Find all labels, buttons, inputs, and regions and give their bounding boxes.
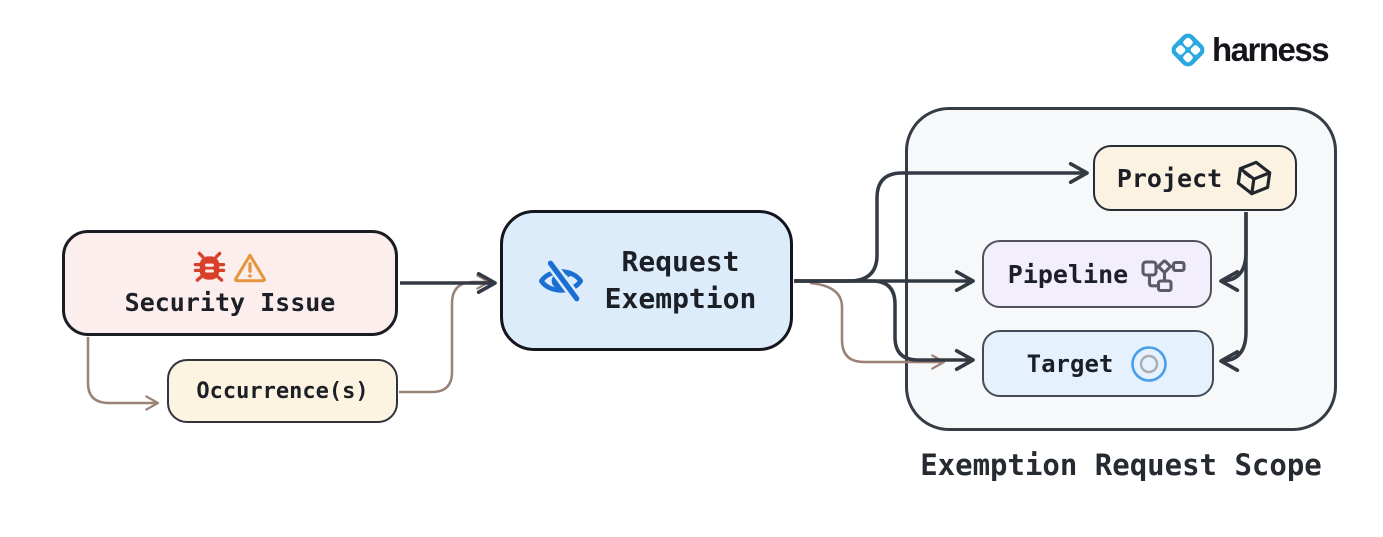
target-circles-icon bbox=[1131, 345, 1168, 382]
harness-wordmark: harness bbox=[1212, 31, 1330, 68]
occurrences-label: Occurrence(s) bbox=[196, 378, 369, 404]
warning-triangle-icon bbox=[234, 253, 266, 283]
pipeline-label: Pipeline bbox=[1007, 259, 1129, 289]
package-cube-icon bbox=[1236, 160, 1272, 196]
workflow-icon bbox=[1141, 259, 1186, 293]
node-security-issue: Security Issue bbox=[62, 230, 398, 336]
node-target: Target bbox=[982, 330, 1214, 397]
edge-security-to-occurrence bbox=[86, 337, 160, 411]
security-issue-icons bbox=[193, 250, 267, 286]
eye-off-icon bbox=[538, 259, 583, 302]
node-pipeline: Pipeline bbox=[982, 240, 1212, 308]
node-project: Project bbox=[1093, 145, 1297, 211]
edge-occurrence-to-request bbox=[399, 274, 491, 394]
security-issue-label: Security Issue bbox=[124, 287, 336, 317]
project-label: Project bbox=[1116, 163, 1223, 193]
request-exemption-label: Request Exemption bbox=[604, 244, 757, 315]
node-occurrences: Occurrence(s) bbox=[167, 359, 398, 423]
bug-icon bbox=[193, 251, 226, 282]
node-request-exemption: Request Exemption bbox=[500, 210, 793, 351]
harness-clover-icon bbox=[1171, 33, 1205, 67]
harness-logo: harness bbox=[1168, 30, 1330, 70]
exemption-scope-caption: Exemption Request Scope bbox=[920, 448, 1322, 482]
target-label: Target bbox=[1026, 349, 1114, 378]
